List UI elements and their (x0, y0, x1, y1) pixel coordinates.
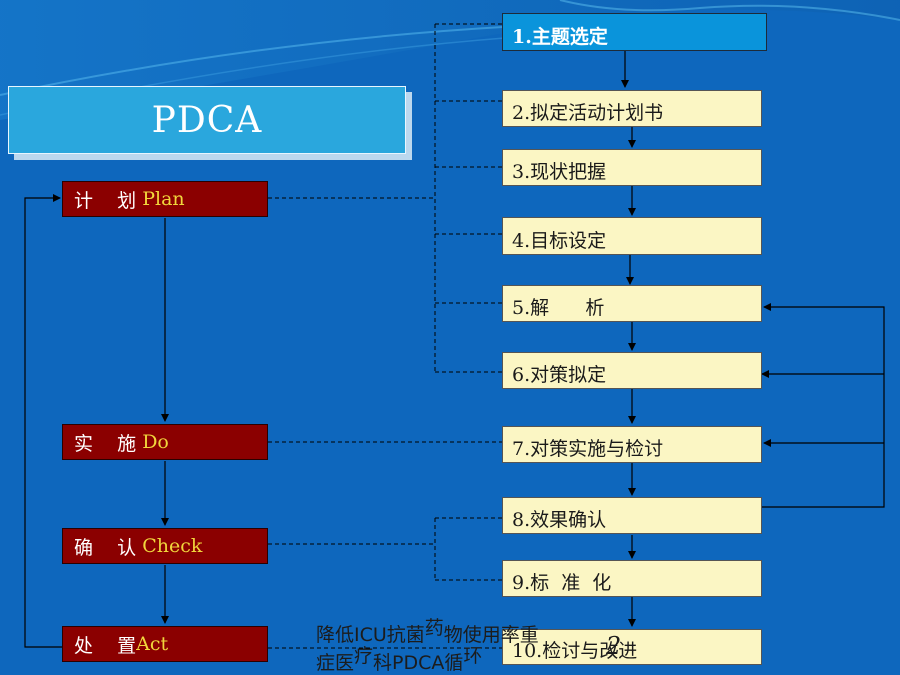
phase-plan-zh: 计 划 (74, 189, 143, 212)
phase-do-en: Do (142, 431, 169, 453)
step-4: 4.目标设定 (502, 217, 762, 255)
phase-act-zh: 处 置 (74, 634, 137, 657)
page-title: PDCA (151, 99, 263, 141)
phase-act-en: Act (136, 633, 169, 655)
step-2: 2.拟定活动计划书 (502, 90, 762, 127)
phase-check-en: Check (142, 535, 203, 557)
caption-text: 科PDCA循 (373, 652, 464, 674)
phase-check: 确 认 Check (62, 528, 268, 564)
step-3: 3.现状把握 (502, 149, 762, 186)
step-10: 10.检讨与改进 (502, 629, 762, 665)
step-6: 6.对策拟定 (502, 352, 762, 389)
step-7: 7.对策实施与检讨 (502, 426, 762, 463)
caption-text: 物使用率重 (443, 624, 539, 646)
phase-plan: 计 划 Plan (62, 181, 268, 217)
phase-check-zh: 确 认 (74, 536, 143, 559)
check-feedback-loop (762, 303, 885, 508)
phase-do-zh: 实 施 (74, 432, 143, 455)
footer-caption-line-1: 降低ICU抗菌药物使用率重 (316, 617, 539, 647)
step-8: 8.效果确认 (502, 497, 762, 534)
page-number: 2 (606, 632, 622, 660)
step-1: 1.主题选定 (502, 13, 767, 51)
caption-text: 药 (424, 617, 444, 639)
pdca-title-box: PDCA (8, 86, 406, 154)
caption-text: 疗 (354, 645, 374, 667)
phase-plan-en: Plan (142, 188, 185, 210)
footer-caption-line-2: 症医疗科PDCA循环 (316, 645, 483, 675)
caption-text: 降低ICU抗菌 (316, 624, 425, 646)
step-5: 5.解 析 (502, 285, 762, 322)
step-9: 9.标 准 化 (502, 560, 762, 597)
phase-do: 实 施 Do (62, 424, 268, 460)
caption-text: 环 (463, 645, 483, 667)
caption-text: 症医 (316, 652, 355, 674)
act-to-plan-loop (24, 194, 62, 648)
